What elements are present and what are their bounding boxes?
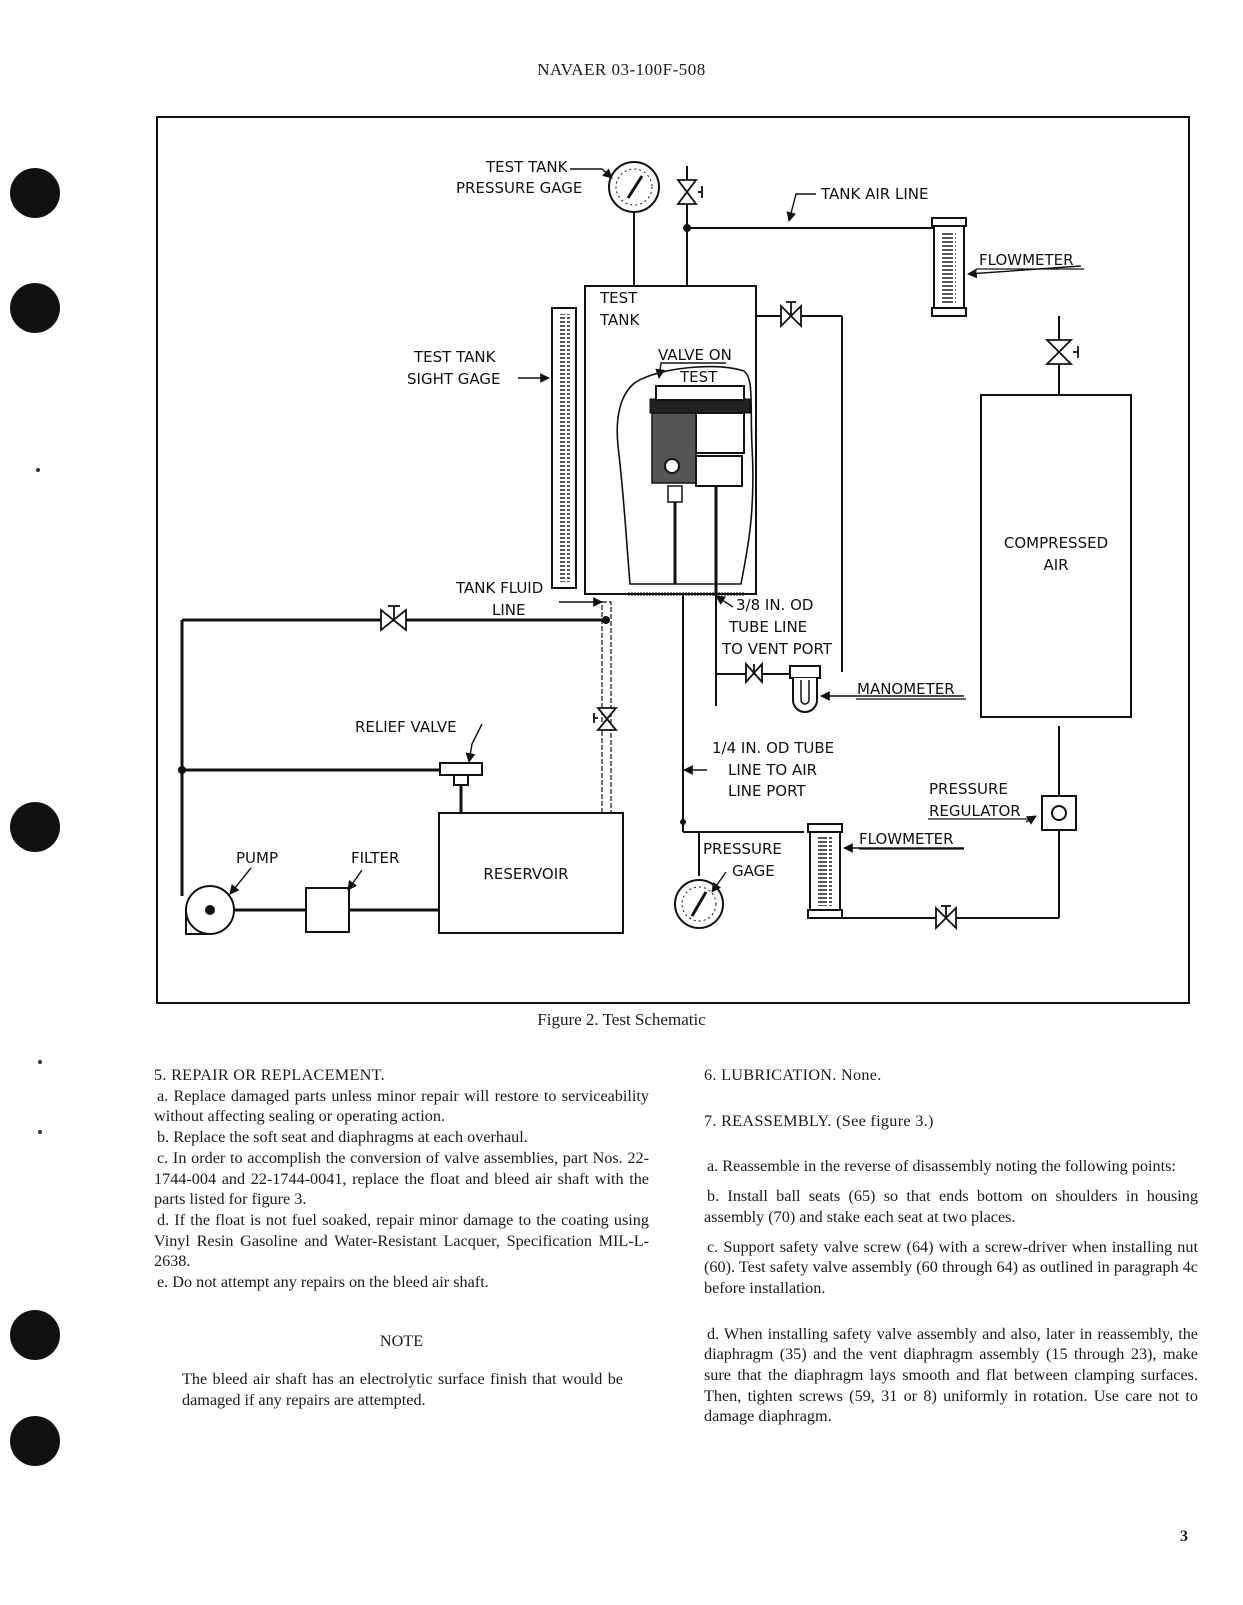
label-compressed-air: COMPRESSED — [1004, 534, 1108, 552]
label-valve-on-test: VALVE ON — [658, 346, 732, 364]
page-number: 3 — [1180, 1528, 1188, 1545]
label-manometer: MANOMETER — [857, 680, 955, 698]
label-three-eighths-tube: 3/8 IN. OD — [736, 596, 813, 614]
document-number: NAVAER 03-100F-508 — [537, 60, 706, 79]
label-test-tank-pressure-gage: PRESSURE GAGE — [456, 179, 582, 197]
test-schematic-diagram: TEST TANK PRESSURE GAGE TANK AIR LINE FL… — [156, 116, 1190, 1004]
label-relief-valve: RELIEF VALVE — [355, 718, 457, 736]
label-test-tank: TANK — [599, 311, 640, 329]
section-5-item-b: b. Replace the soft seat and diaphragms … — [157, 1128, 528, 1147]
punch-hole-2 — [10, 283, 60, 333]
speck-mark — [36, 468, 40, 472]
label-compressed-air: AIR — [1043, 556, 1068, 574]
left-column: 5. REPAIR OR REPLACEMENT. a. Replace dam… — [154, 1065, 649, 1411]
section-5-item-a: a. Replace damaged parts unless minor re… — [154, 1086, 649, 1126]
diagram-frame — [156, 116, 1190, 1004]
label-pressure-regulator: PRESSURE — [929, 780, 1008, 798]
label-sight-gage: TEST TANK — [413, 348, 497, 366]
label-pump: PUMP — [236, 849, 278, 867]
section-5-item-e: e. Do not attempt any repairs on the ble… — [157, 1273, 489, 1292]
label-pressure-gage: PRESSURE — [703, 840, 782, 858]
label-flowmeter-top: FLOWMETER — [979, 251, 1074, 269]
label-sight-gage: SIGHT GAGE — [407, 370, 501, 388]
section-7-item-a: a. Reassemble in the reverse of disassem… — [707, 1157, 1176, 1176]
section-5-item-d: d. If the float is not fuel soaked, repa… — [154, 1210, 649, 1271]
label-three-eighths-tube: TUBE LINE — [728, 618, 807, 636]
label-pressure-gage: GAGE — [732, 862, 775, 880]
right-column: 6. LUBRICATION. None. 7. REASSEMBLY. (Se… — [704, 1065, 1198, 1427]
label-tank-fluid-line: LINE — [492, 601, 525, 619]
section-5-heading: 5. REPAIR OR REPLACEMENT. — [154, 1066, 386, 1084]
punch-hole-3 — [10, 802, 60, 852]
label-flowmeter-bottom: FLOWMETER — [859, 830, 954, 848]
label-reservoir: RESERVOIR — [483, 865, 568, 883]
punch-hole-5 — [10, 1416, 60, 1466]
section-7-item-c: c. Support safety valve screw (64) with … — [704, 1237, 1198, 1297]
note-title: NOTE — [379, 1331, 424, 1350]
label-test-tank-pressure-gage: TEST TANK — [485, 158, 569, 176]
label-tank-air-line: TANK AIR LINE — [820, 185, 928, 203]
label-test-tank: TEST — [599, 289, 638, 307]
section-6-heading: 6. LUBRICATION. None. — [704, 1066, 882, 1084]
section-7-item-d: d. When installing safety valve assembly… — [704, 1324, 1198, 1426]
punch-hole-1 — [10, 168, 60, 218]
speck-mark — [38, 1130, 42, 1134]
label-three-eighths-tube: TO VENT PORT — [721, 640, 833, 658]
label-quarter-tube: 1/4 IN. OD TUBE — [712, 739, 834, 757]
speck-mark — [38, 1060, 42, 1064]
label-quarter-tube: LINE PORT — [728, 782, 806, 800]
label-filter: FILTER — [351, 849, 399, 867]
label-pressure-regulator: REGULATOR — [929, 802, 1021, 820]
label-tank-fluid-line: TANK FLUID — [455, 579, 543, 597]
figure-caption: Figure 2. Test Schematic — [537, 1010, 706, 1029]
section-5-item-c: c. In order to accomplish the conversion… — [154, 1148, 649, 1209]
punch-hole-4 — [10, 1310, 60, 1360]
section-7-heading: 7. REASSEMBLY. (See figure 3.) — [704, 1111, 934, 1130]
note-text: The bleed air shaft has an electrolytic … — [182, 1370, 623, 1410]
section-7-item-b: b. Install ball seats (65) so that ends … — [704, 1187, 1198, 1226]
label-valve-on-test: TEST — [679, 368, 718, 386]
label-quarter-tube: LINE TO AIR — [728, 761, 817, 779]
